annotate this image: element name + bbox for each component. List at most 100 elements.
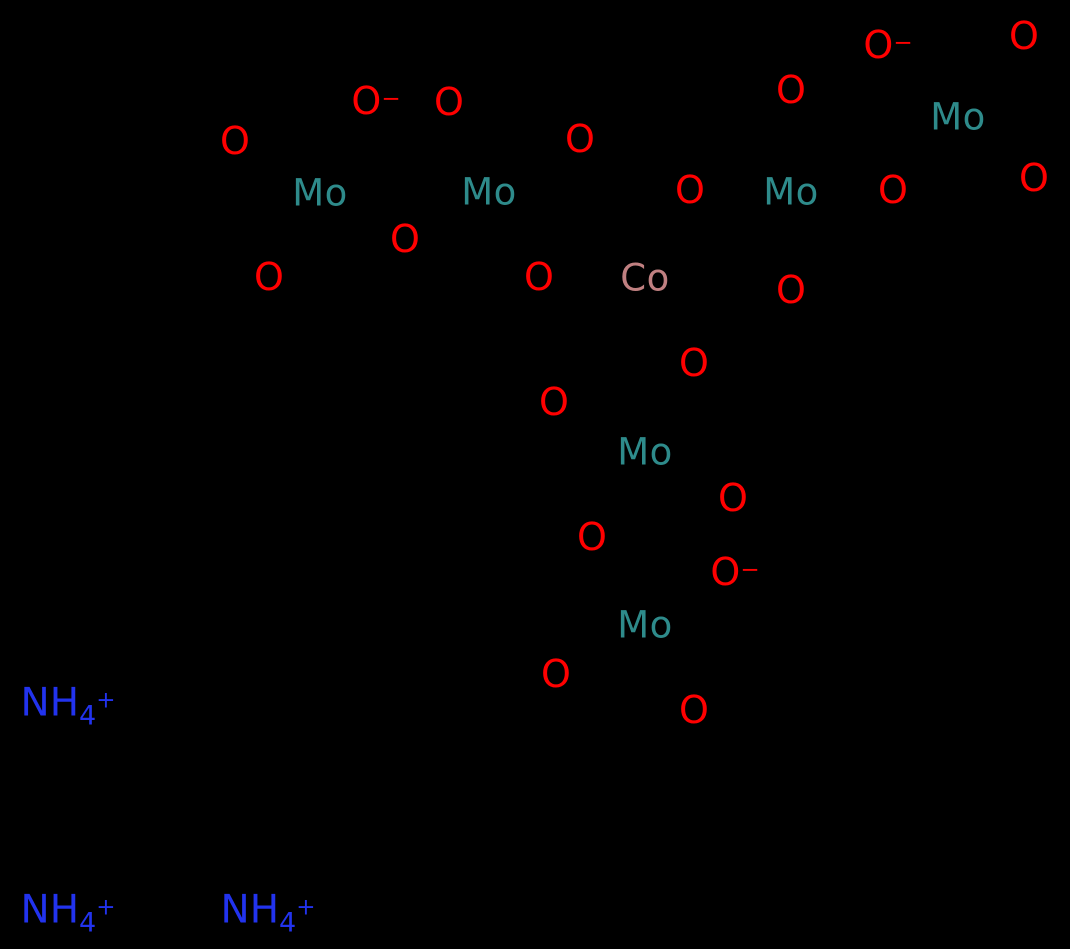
atom-symbol: O [718,476,748,520]
charge-minus-superscript: − [381,85,401,112]
atom-symbol: Mo [930,95,986,139]
atom-symbol: O [539,380,569,424]
ammonium-core: NH [20,680,80,726]
bond-o4-mo2 [419,203,468,232]
atom-label-o-o18: O [577,518,607,556]
bond-o15-mo5 [655,377,687,431]
atom-symbol: O [565,117,595,161]
atom-symbol: O [863,23,894,67]
atom-label-o-o16: O [539,383,569,421]
atom-symbol: O [776,268,806,312]
atom-label-o-o10: O [776,71,806,109]
atom-symbol: O [675,168,705,212]
atom-label-o-o9: O [776,271,806,309]
charge-plus-superscript: + [296,894,316,921]
bond-o1-mo1 [246,151,298,185]
bond-mo6-o20 [568,632,623,664]
atom-label-mo-mo3: Mo [763,174,819,211]
atom-label-o-o14: O [1019,159,1049,197]
atom-symbol: Mo [461,170,517,214]
bond-o3-mo2 [451,118,477,172]
atom-label-mo-mo1: Mo [292,175,348,212]
bond-o18-mo6 [599,550,634,605]
charge-minus-superscript: − [893,29,913,56]
atom-symbol: O [1019,156,1049,200]
bond-mo1-o5 [273,211,306,262]
bond-mo6-o21 [659,644,690,695]
atom-symbol: O [1009,14,1039,58]
bond-o7-co1 [555,275,621,280]
atom-symbol: Mo [292,171,348,215]
atom-label-o-o12: O [878,171,908,209]
bond-o9-co1 [669,278,775,291]
atom-label-o-o21: O [679,691,709,729]
ammonium-subscript: 4 [279,907,297,939]
charge-plus-superscript: + [96,687,116,714]
bond-mo1-o5 [279,215,312,266]
atom-symbol: Co [620,256,670,300]
atom-label-o-o19: O− [710,553,759,591]
atom-label-o-o3: O [434,83,464,121]
atom-label-o-o2: O− [351,82,400,120]
atom-label-co-co1: Co [620,260,669,297]
bond-o8-mo3 [706,188,767,194]
atom-label-o-o17: O [718,479,748,517]
bond-mo2-o6 [511,149,568,184]
bond-mo5-o16 [569,406,626,439]
atom-label-o-o1: O [220,122,250,160]
atom-symbol: O [710,550,741,594]
atom-label-o-o11: O− [863,26,912,64]
charge-minus-superscript: − [740,556,760,583]
ammonium-core: NH [20,887,80,933]
atom-label-o-o6: O [565,120,595,158]
bond-mo4-o13 [970,46,1012,97]
atom-label-mo-mo2: Mo [461,174,517,211]
atom-symbol: O [679,688,709,732]
atom-label-o-o5: O [254,258,284,296]
ammonium-subscript: 4 [79,700,97,732]
bond-mo3-o12 [815,188,877,194]
atom-symbol: O [878,168,908,212]
bond-mo4-o14 [978,128,1024,166]
bond-mo5-o17 [668,459,721,489]
ammonium-core: NH [220,887,280,933]
atom-symbol: Mo [763,170,819,214]
atom-symbol: Mo [617,430,673,474]
atom-symbol: Mo [617,603,673,647]
atom-symbol: O [524,255,554,299]
atom-label-o-o4: O [390,220,420,258]
bond-mo4-o13 [975,50,1017,101]
bond-mo2-o6 [508,143,565,178]
counterion-ammonium-nh4_2: NH4+ [20,887,116,937]
atom-label-o-o13: O [1009,17,1039,55]
atom-label-mo-mo5: Mo [617,434,673,471]
ammonium-subscript: 4 [79,907,97,939]
atom-label-mo-mo6: Mo [617,607,673,644]
atom-symbol: O [577,515,607,559]
bond-o2-mo1 [331,114,369,173]
bond-mo1-o4 [341,203,391,233]
atom-label-o-o7: O [524,258,554,296]
atom-symbol: O [679,341,709,385]
atom-label-o-o8: O [675,171,705,209]
bond-mo5-o16 [566,412,623,445]
bond-mo5-o17 [664,465,718,495]
counterion-ammonium-nh4_1: NH4+ [20,680,116,730]
atom-symbol: O [541,652,571,696]
counterion-ammonium-nh4_3: NH4+ [220,887,316,937]
atom-symbol: O [434,80,464,124]
bond-mo6-o21 [653,647,684,698]
atom-symbol: O [254,255,284,299]
atom-symbol: O [220,119,250,163]
bond-o12-mo4 [903,134,943,179]
atom-label-o-o15: O [679,344,709,382]
bond-co1-o8 [655,204,684,257]
bond-mo4-o14 [974,134,1020,172]
atom-label-o-o20: O [541,655,571,693]
charge-plus-superscript: + [96,894,116,921]
bond-o3-mo2 [457,115,484,169]
atom-label-mo-mo4: Mo [930,99,986,136]
atom-symbol: O [390,217,420,261]
